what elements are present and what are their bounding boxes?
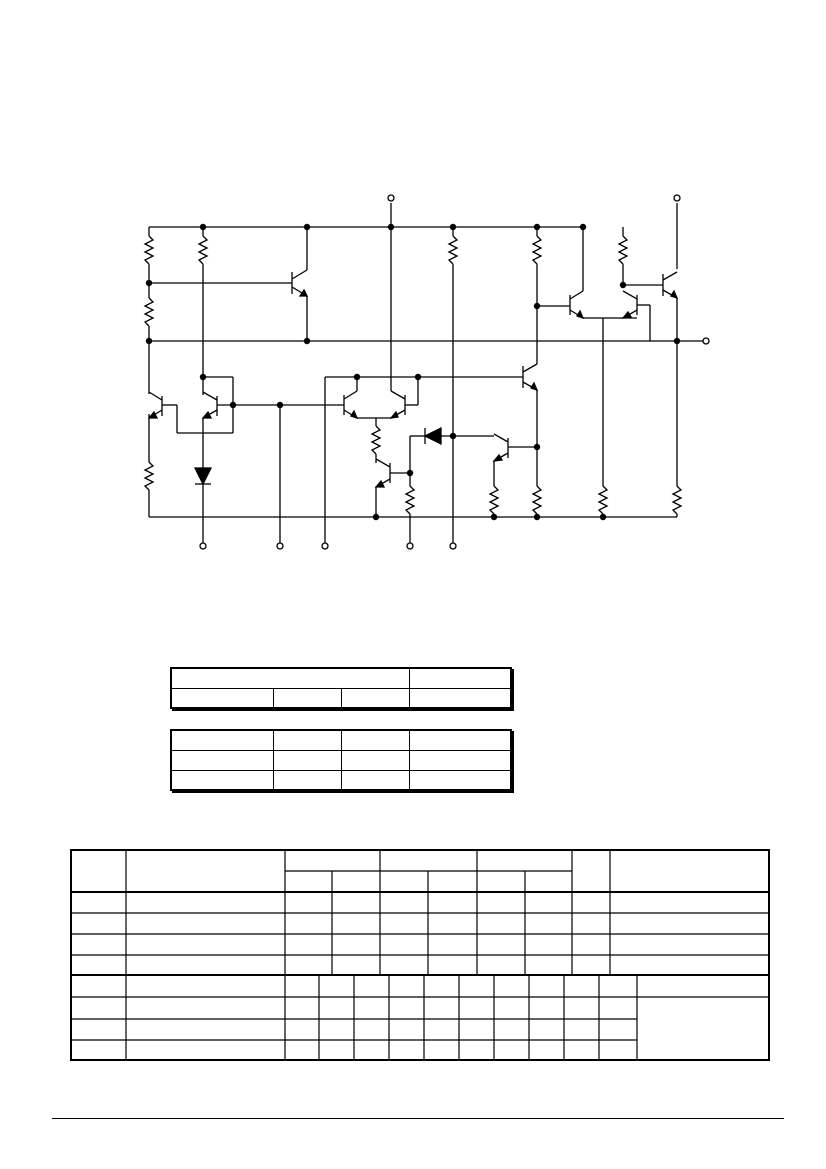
small-table-bottom	[170, 729, 512, 791]
pin-top-right	[673, 194, 681, 202]
output-stage	[537, 227, 703, 517]
circuit-schematic	[143, 194, 710, 550]
table-cell	[408, 769, 512, 791]
resistor	[597, 485, 609, 515]
supply-rail	[149, 203, 678, 269]
resistor	[531, 485, 543, 515]
small-table-top	[170, 667, 512, 709]
differential-pair	[324, 227, 419, 543]
pin-top-supply	[387, 194, 395, 202]
resistor	[404, 485, 416, 515]
resistor	[531, 235, 543, 265]
resistor	[143, 461, 155, 491]
resistor	[370, 425, 382, 455]
resistor	[447, 235, 459, 265]
second-stage	[418, 227, 543, 517]
junction-dots	[145, 223, 681, 521]
left-network	[143, 227, 677, 518]
resistor	[143, 235, 155, 265]
resistor	[143, 297, 155, 327]
diode	[193, 467, 213, 486]
resistor	[488, 485, 500, 515]
transistor-q1	[291, 227, 309, 341]
pin-circles	[199, 194, 710, 550]
current-mirror-left	[147, 376, 344, 543]
resistor	[671, 485, 683, 515]
table-cell	[408, 687, 512, 709]
footer-rule	[52, 1118, 784, 1119]
resistor	[197, 235, 209, 265]
resistor	[617, 235, 629, 265]
